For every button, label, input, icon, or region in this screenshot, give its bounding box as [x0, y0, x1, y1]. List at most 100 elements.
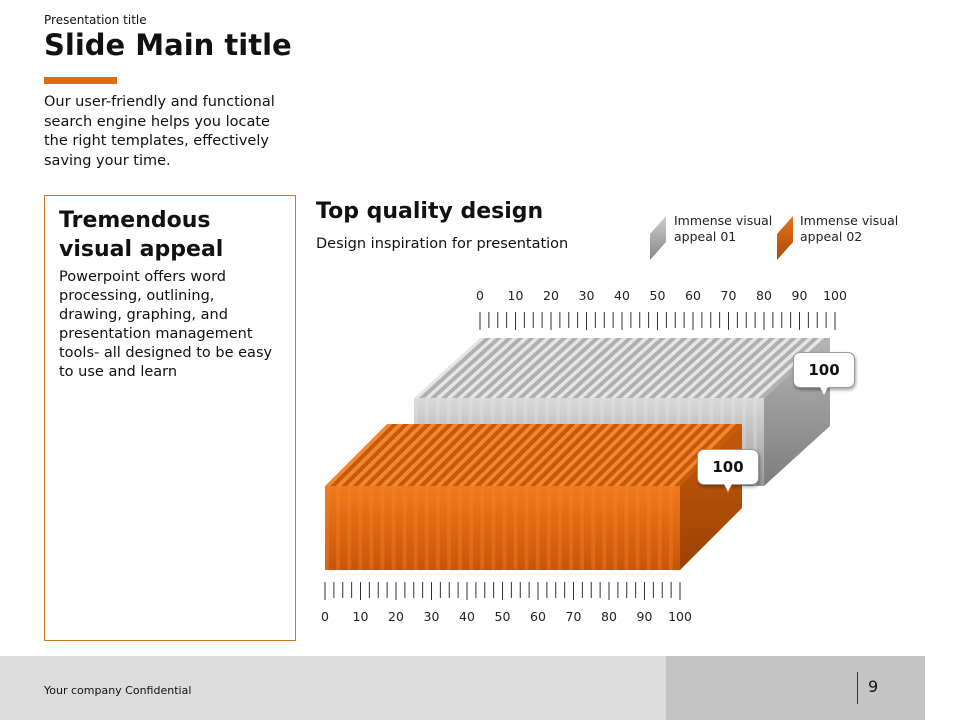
orange-bar-fin-front — [469, 486, 474, 570]
chart-title: Top quality design — [316, 199, 544, 224]
gray-bar-fin-top — [687, 338, 759, 398]
gray-bar-fin-top — [709, 338, 781, 398]
gray-bar-fin-shadow — [670, 338, 743, 398]
orange-bar-fin-front — [358, 486, 363, 570]
orange-bar-fin-front — [480, 486, 485, 570]
legend-label-02: Immense visual appeal 02 — [800, 213, 899, 244]
gray-bar-fin-top — [578, 338, 649, 398]
axis-tick-label: 60 — [685, 288, 701, 303]
gray-bar-fin-top — [512, 338, 584, 398]
gray-bar-fin-shadow — [648, 338, 721, 398]
orange-bar-fin-shadow — [562, 424, 632, 486]
orange-bar-fin-shadow — [329, 424, 399, 486]
orange-bar-fin-top — [358, 424, 426, 486]
gray-bar-fin-top — [446, 338, 518, 398]
orange-bar-fin-top — [624, 424, 692, 486]
gray-bar-fin-top — [720, 338, 792, 398]
gray-bar-fin-top — [545, 338, 617, 398]
gray-bar-fin-shadow — [440, 338, 513, 398]
gray-bar-fin-shadow — [429, 338, 502, 398]
axis-tick-label: 10 — [353, 609, 369, 624]
footer-bar — [0, 656, 666, 720]
gray-bar-fin-shadow — [604, 338, 677, 398]
orange-bar-fin-front — [513, 486, 518, 570]
axis-tick-label: 30 — [579, 288, 595, 303]
footer-page-area — [666, 656, 925, 720]
orange-bar-fin-top — [646, 424, 714, 486]
orange-bar-fin-top — [347, 424, 415, 486]
orange-bar-fin-top — [402, 424, 470, 486]
orange-bar-fin-shadow — [474, 424, 543, 486]
gray-bar-fin-top — [501, 338, 573, 398]
gray-bar-fin-top — [665, 338, 737, 398]
gray-bar-fin-shadow — [462, 338, 535, 398]
orange-bar-fin-top — [413, 424, 481, 486]
orange-bar-fin-front — [391, 486, 396, 570]
axis-tick-label: 0 — [476, 288, 484, 303]
orange-bar-fin-front — [491, 486, 496, 570]
orange-bar-fin-top — [513, 424, 581, 486]
orange-bar-fin-top — [435, 424, 503, 486]
intro-text: Our user-friendly and functional search … — [44, 94, 275, 169]
orange-bar-fin-front — [336, 486, 340, 570]
gray-bar-fin-top — [457, 338, 529, 398]
gray-bar-fin-top — [676, 338, 748, 398]
orange-bar-fin-shadow — [485, 424, 554, 486]
orange-bar-fin-front — [624, 486, 629, 570]
orange-bar-fin-front — [602, 486, 607, 570]
orange-bar-fin-shadow — [452, 424, 521, 486]
gray-bar-fin-shadow — [659, 338, 732, 398]
orange-bar-fin-top — [458, 424, 526, 486]
orange-bar-fin-front — [535, 486, 540, 570]
orange-bar-fin-front — [657, 486, 662, 570]
orange-bar-fin-front — [635, 486, 640, 570]
orange-bar-fin-top — [480, 424, 548, 486]
orange-bar-fin-shadow — [585, 424, 654, 486]
orange-bar-fin-top — [535, 424, 603, 486]
gray-bar-fin-top — [490, 338, 562, 398]
orange-bar-fin-front — [524, 486, 529, 570]
orange-bar-fin-front — [435, 486, 440, 570]
orange-bar-fin-front — [613, 486, 618, 570]
orange-bar-fin-top — [602, 424, 670, 486]
value-callout-01: 100 — [793, 352, 855, 395]
gray-bar-fin-shadow — [528, 338, 601, 398]
card-title: Tremendous visual appeal — [59, 208, 224, 262]
orange-bar-fin-shadow — [440, 424, 510, 486]
gray-bar-fin-shadow — [615, 338, 688, 398]
gray-bar-fin-shadow — [626, 338, 699, 398]
orange-bar-fin-shadow — [551, 424, 620, 486]
orange-bar-fin-front — [402, 486, 407, 570]
gray-bar-fin-shadow — [539, 338, 612, 398]
gray-bar-fin-shadow — [418, 338, 491, 398]
orange-bar-fin-top — [524, 424, 592, 486]
orange-bar-fin-shadow — [607, 424, 676, 486]
axis-tick-label: 80 — [756, 288, 772, 303]
gray-bar-fin-top — [731, 338, 803, 398]
orange-bar-fin-front — [380, 486, 385, 570]
orange-bar-fin-top — [380, 424, 448, 486]
orange-bar-fin-top — [369, 424, 437, 486]
axis-tick-label: 40 — [459, 609, 475, 624]
orange-bar-fin-shadow — [574, 424, 643, 486]
presentation-title: Presentation title — [44, 13, 147, 27]
orange-bar-fin-shadow — [507, 424, 576, 486]
orange-bar-fin-front — [413, 486, 418, 570]
gray-bar-fin-top — [424, 338, 496, 398]
axis-tick-label: 100 — [823, 288, 847, 303]
orange-bar-fin-top — [424, 424, 492, 486]
gray-bar-fin-top — [523, 338, 595, 398]
gray-bar-fin-top — [479, 338, 551, 398]
orange-bar-fin-shadow — [662, 424, 731, 486]
orange-bar-fin-top — [657, 424, 725, 486]
orange-bar-fin-shadow — [463, 424, 532, 486]
legend-swatch-orange — [777, 216, 793, 260]
orange-bar-fin-front — [580, 486, 585, 570]
orange-bar-fin-front — [424, 486, 429, 570]
axis-tick-label: 60 — [530, 609, 546, 624]
orange-bar-fin-shadow — [496, 424, 565, 486]
axis-tick-label: 40 — [614, 288, 630, 303]
axis-tick-label: 80 — [601, 609, 617, 624]
gray-bar-fin-top — [610, 338, 682, 398]
accent-bar — [44, 77, 117, 84]
